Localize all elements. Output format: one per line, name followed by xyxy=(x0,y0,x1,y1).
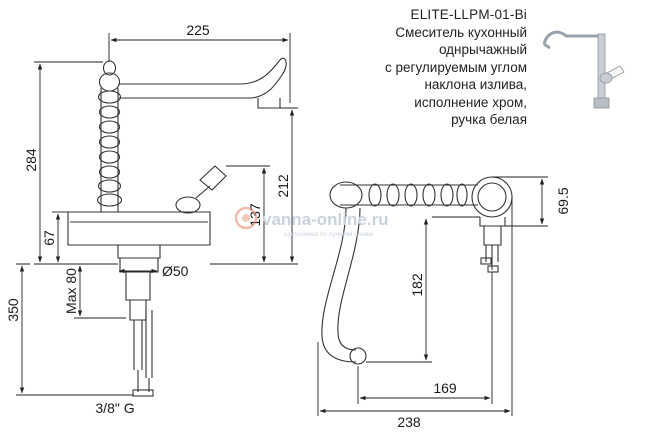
dim-225: 225 xyxy=(186,22,210,38)
dimension-labels: 225 284 67 212 137 Max 80 Ø50 350 3/8" G… xyxy=(5,22,571,430)
dim-182: 182 xyxy=(409,273,425,297)
dim-212: 212 xyxy=(275,174,291,198)
dim-69-5: 69.5 xyxy=(555,187,571,214)
dim-thread: 3/8" G xyxy=(95,400,134,416)
dim-284: 284 xyxy=(23,148,39,172)
watermark-tagline: сантехника по лучшим ценам xyxy=(284,231,374,238)
side-view-faucet xyxy=(321,176,513,365)
dim-67: 67 xyxy=(41,230,57,246)
front-view-faucet xyxy=(67,57,287,397)
description-line: исполнение хром, xyxy=(414,94,527,110)
watermark-logo: vanna-online.ru сантехника по лучшим цен… xyxy=(234,206,389,238)
watermark-name: vanna-online.ru xyxy=(262,210,389,229)
dim-diameter-50: Ø50 xyxy=(162,263,189,279)
description-line: Смеситель кухонный xyxy=(395,24,527,40)
product-code: ELITE-LLPM-01-Bi xyxy=(410,7,527,22)
dimension-lines xyxy=(16,33,548,416)
product-description: ELITE-LLPM-01-Bi Смеситель кухонный однр… xyxy=(385,6,527,129)
dim-169: 169 xyxy=(433,380,457,396)
description-line: наклона излива, xyxy=(424,77,527,92)
description-line: однрычажный xyxy=(438,42,527,57)
dim-238: 238 xyxy=(397,414,421,430)
description-line: ручка белая xyxy=(451,112,527,127)
dim-350: 350 xyxy=(5,298,21,322)
dim-max-80: Max 80 xyxy=(63,268,79,314)
product-thumbnail xyxy=(542,30,625,109)
description-line: с регулируемым углом xyxy=(385,59,527,75)
